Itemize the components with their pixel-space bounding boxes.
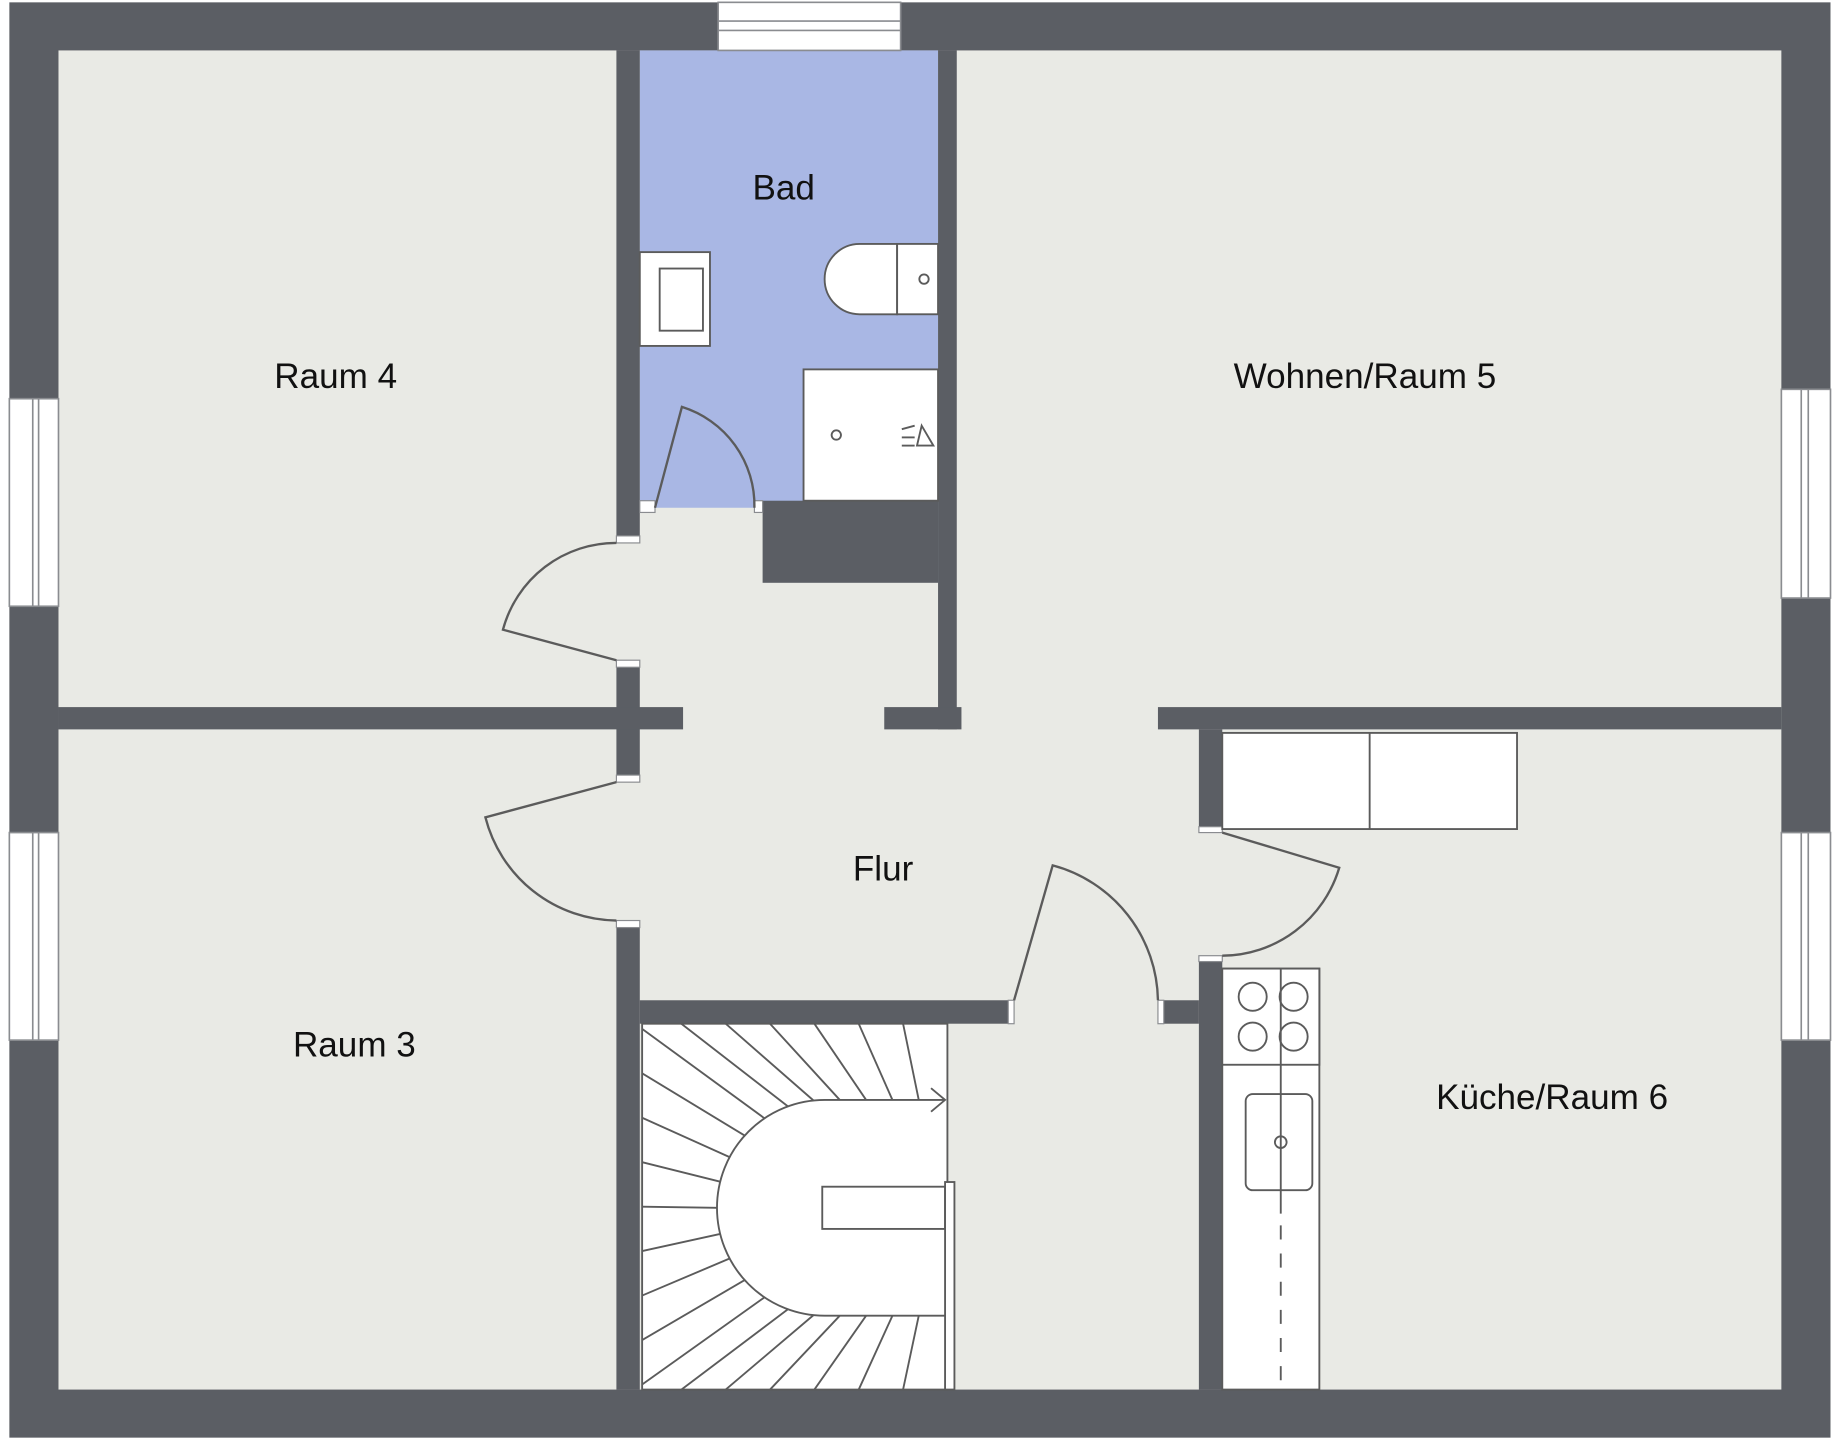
stair-tread <box>680 1022 789 1108</box>
stair-tread <box>641 1233 721 1253</box>
stair-tread <box>680 1308 789 1391</box>
room-label-bad: Bad <box>752 168 814 207</box>
stair-tread <box>902 1315 920 1390</box>
shower-icon <box>802 368 939 502</box>
stair-walkline <box>716 1098 946 1317</box>
stair-tread <box>813 1023 867 1101</box>
stair-tread <box>641 1116 730 1158</box>
stair-newel <box>821 1185 947 1230</box>
window-bad <box>717 1 902 52</box>
stair-tread <box>641 1257 730 1297</box>
wall-kueche-flur-lower <box>1198 955 1223 1390</box>
doors <box>483 405 1341 1001</box>
stair-tread <box>641 1296 766 1386</box>
stair-tread <box>769 1023 841 1101</box>
shaft-block <box>762 500 939 583</box>
stair-tread <box>725 1314 815 1391</box>
windows <box>8 1 1832 1041</box>
stair-tread <box>641 1028 766 1120</box>
wall-raum3-flur <box>616 920 640 1390</box>
wall-raum4-flur-upper <box>616 50 640 543</box>
door-raum-3 <box>483 781 617 922</box>
stairs-icon <box>641 1022 956 1391</box>
wall-kueche-flur-upper <box>1198 729 1223 833</box>
window-raum-3 <box>8 831 60 1041</box>
room-label-wohnen-raum-5: Wohnen/Raum 5 <box>1234 357 1497 396</box>
stair-tread <box>769 1315 841 1391</box>
window-wohnen <box>1780 388 1832 599</box>
window-kueche <box>1780 831 1832 1041</box>
room-label-flur: Flur <box>853 850 914 889</box>
stair-tread <box>641 1161 721 1183</box>
wall-wohnen-kueche <box>1157 707 1782 730</box>
window-raum-4 <box>8 397 60 608</box>
interior-walls <box>58 50 1782 1390</box>
wall-flur-stairs-right <box>1157 1000 1199 1024</box>
stair-treads <box>641 1022 920 1391</box>
kitchen-cabinet <box>1221 731 1518 830</box>
kitchen-sink-icon <box>1244 1093 1314 1192</box>
wall-bad-wohnen <box>938 50 957 730</box>
stair-tread <box>642 1205 718 1209</box>
stair-tread <box>813 1315 867 1391</box>
door-posts <box>615 500 1223 1025</box>
room-label-kueche-raum-6: Küche/Raum 6 <box>1436 1078 1668 1117</box>
stair-tread <box>641 1072 746 1137</box>
door-stairs <box>1012 863 1160 1001</box>
toilet-icon <box>823 242 939 316</box>
door-kueche <box>1221 831 1341 957</box>
room-label-raum-3: Raum 3 <box>293 1025 416 1064</box>
stair-handrail <box>944 1181 956 1391</box>
stair-tread <box>857 1315 894 1390</box>
stove-icon <box>1221 967 1321 1066</box>
room-labels: Raum 4 Bad Wohnen/Raum 5 Flur Raum 3 Küc… <box>274 168 1668 1117</box>
stair-tread <box>641 1279 746 1341</box>
wall-stub-flur <box>884 707 962 730</box>
wall-raum4-raum3 <box>58 707 684 730</box>
room-label-raum-4: Raum 4 <box>274 357 397 396</box>
stair-arrow-icon <box>930 1087 947 1113</box>
door-bad <box>653 405 756 509</box>
wall-flur-stairs-left <box>639 1000 1015 1024</box>
stair-tread <box>857 1023 894 1101</box>
door-raum-4 <box>501 541 617 662</box>
stair-tread <box>725 1023 815 1102</box>
stair-tread <box>902 1023 920 1101</box>
washbasin-icon <box>638 251 711 347</box>
